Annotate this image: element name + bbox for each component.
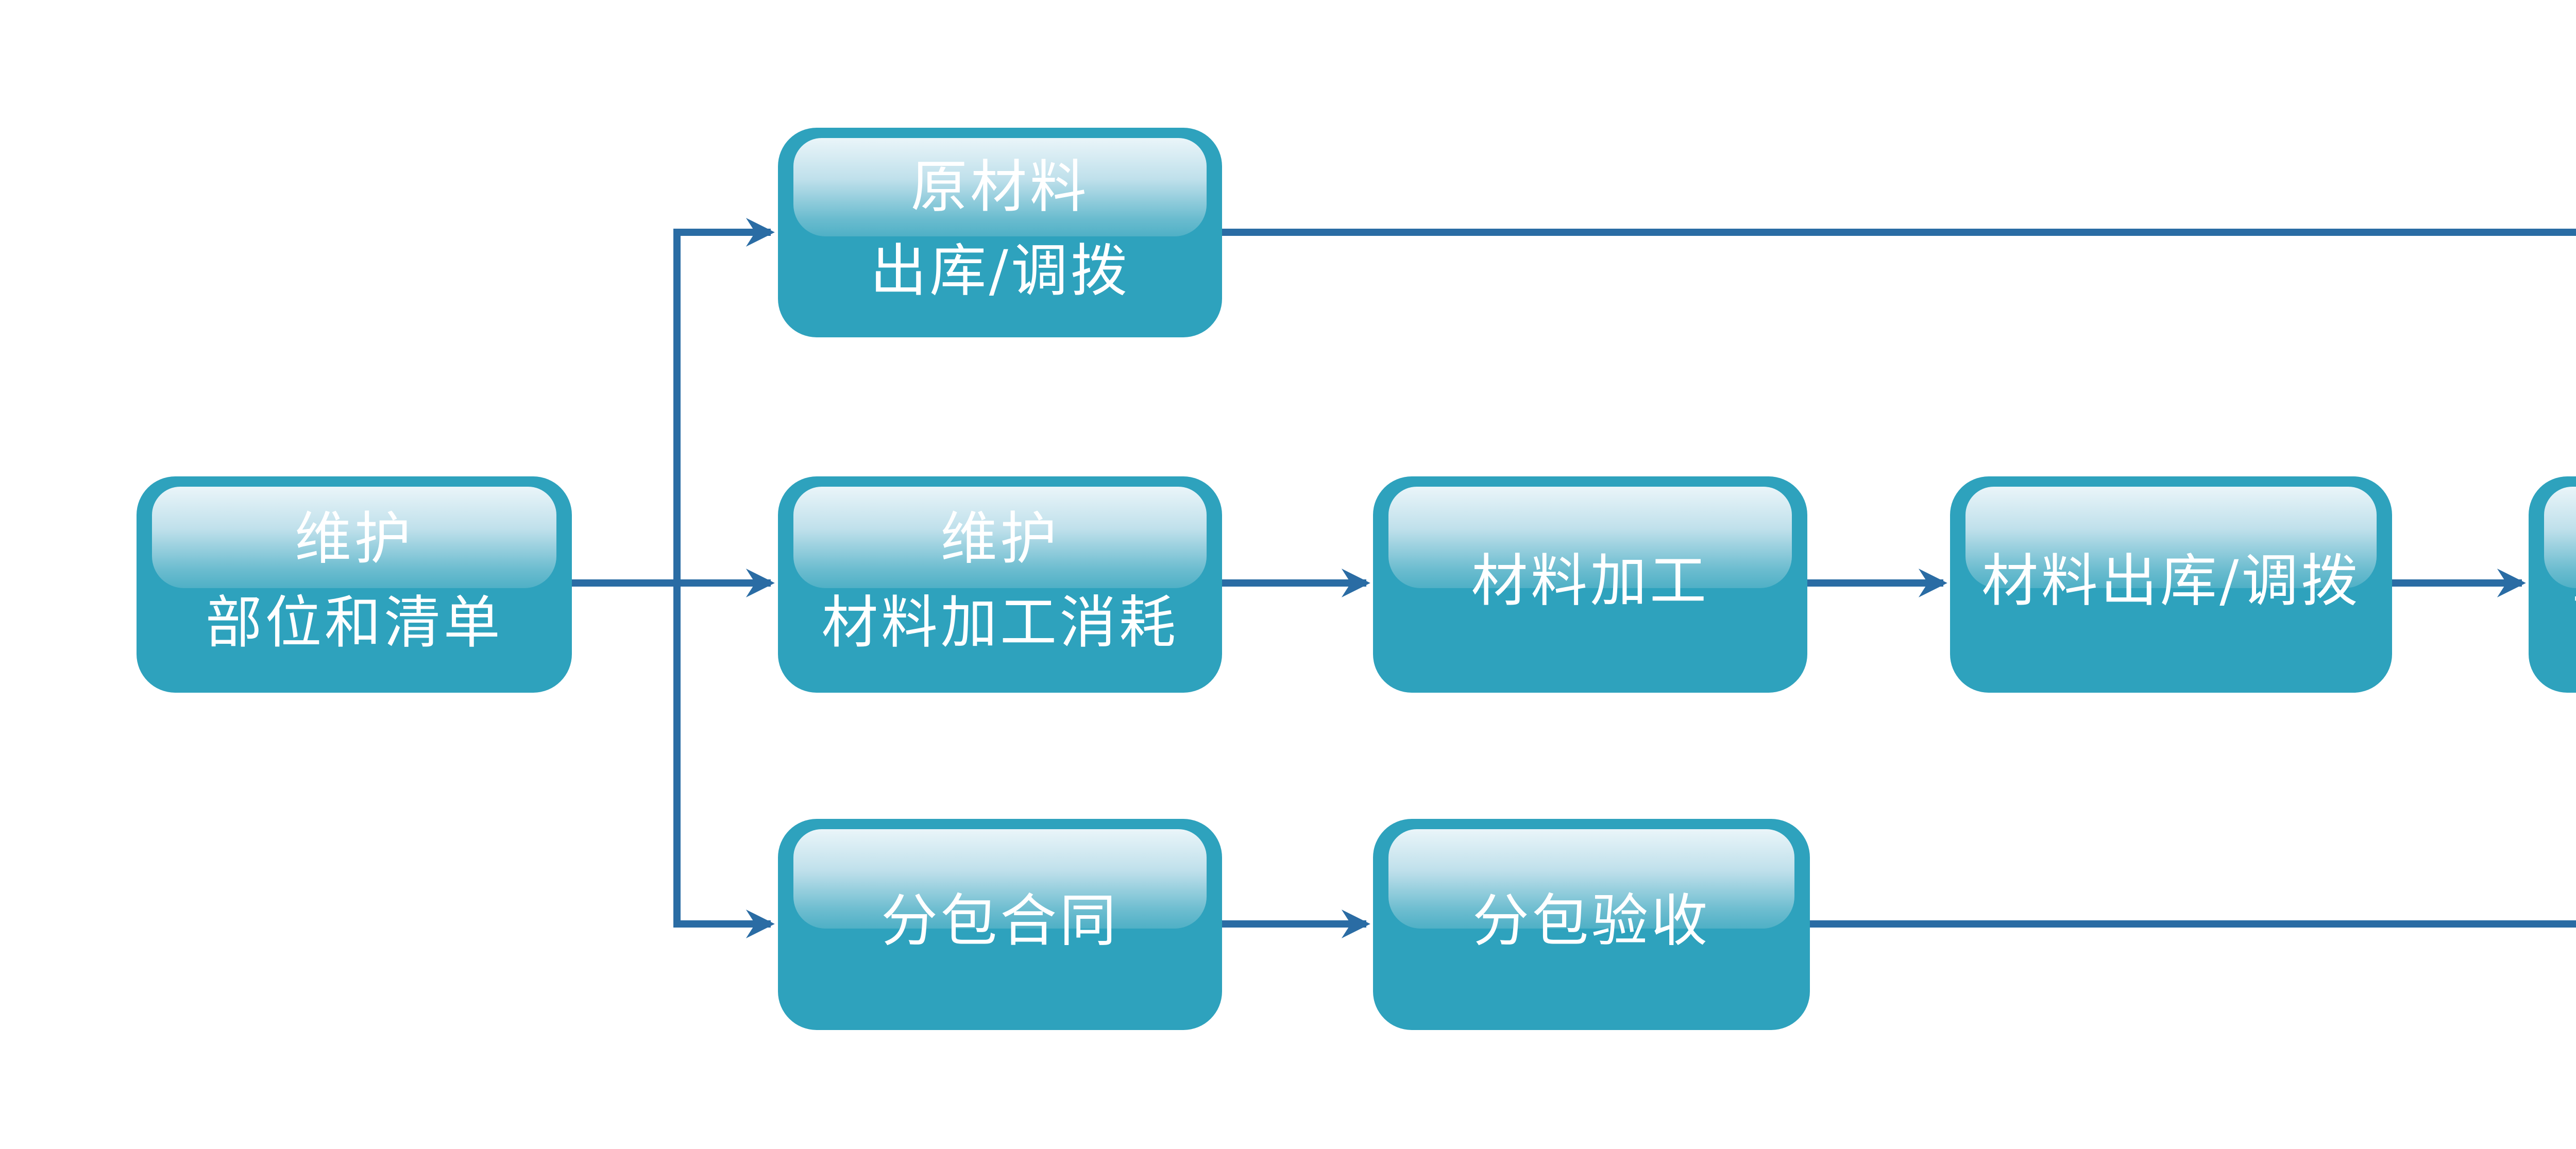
- flow-node-label-line: 材料加工消耗: [821, 590, 1179, 656]
- connector-group: [572, 218, 2576, 938]
- flow-node-label: 分包合同: [778, 819, 1222, 1030]
- flow-node-label: 工程进度分析: [2529, 476, 2576, 693]
- flow-node-material-processing: 材料加工: [1373, 476, 1807, 693]
- flow-node-label: 材料加工: [1373, 476, 1807, 693]
- flow-node-label: 分包验收: [1373, 819, 1810, 1030]
- flow-node-subcontract-contract: 分包合同: [778, 819, 1222, 1030]
- flow-node-label-line: 维护: [940, 506, 1060, 572]
- flow-node-label-line: 分包验收: [1472, 887, 1710, 954]
- connector-arrow-parts-to-raw-material: [673, 218, 775, 583]
- connector-arrow-parts-to-subcontract: [673, 583, 775, 938]
- connector-arrow-acceptance-to-progress: [1810, 920, 2576, 928]
- flow-node-label-line: 部位和清单: [205, 590, 503, 656]
- flow-node-project-progress-analysis: 工程进度分析: [2529, 476, 2576, 693]
- flow-node-label-line: 维护: [295, 506, 414, 572]
- connector-arrow-raw-material-to-progress: [1222, 229, 2576, 236]
- flow-node-label-line: 原材料: [910, 153, 1090, 220]
- flow-node-label: 材料出库/调拨: [1950, 476, 2392, 693]
- flow-node-label-line: 材料出库/调拨: [1981, 547, 2361, 614]
- flow-node-maintenance-parts-list: 维护部位和清单: [137, 476, 572, 693]
- flow-node-label-line: 工程进度分析: [2572, 539, 2576, 623]
- flow-node-label: 维护材料加工消耗: [778, 476, 1222, 693]
- flow-node-subcontract-acceptance: 分包验收: [1373, 819, 1810, 1030]
- flow-node-label-line: 出库/调拨: [870, 237, 1130, 304]
- flow-node-raw-material-outbound-transfer: 原材料出库/调拨: [778, 128, 1222, 337]
- flow-node-label: 原材料出库/调拨: [778, 128, 1222, 337]
- flow-node-label-line: 材料加工: [1471, 547, 1709, 614]
- flow-node-label: 维护部位和清单: [137, 476, 572, 693]
- flow-node-label-line: 分包合同: [881, 887, 1119, 954]
- flow-node-material-outbound-transfer: 材料出库/调拨: [1950, 476, 2392, 693]
- flow-node-maintenance-processing-consumption: 维护材料加工消耗: [778, 476, 1222, 693]
